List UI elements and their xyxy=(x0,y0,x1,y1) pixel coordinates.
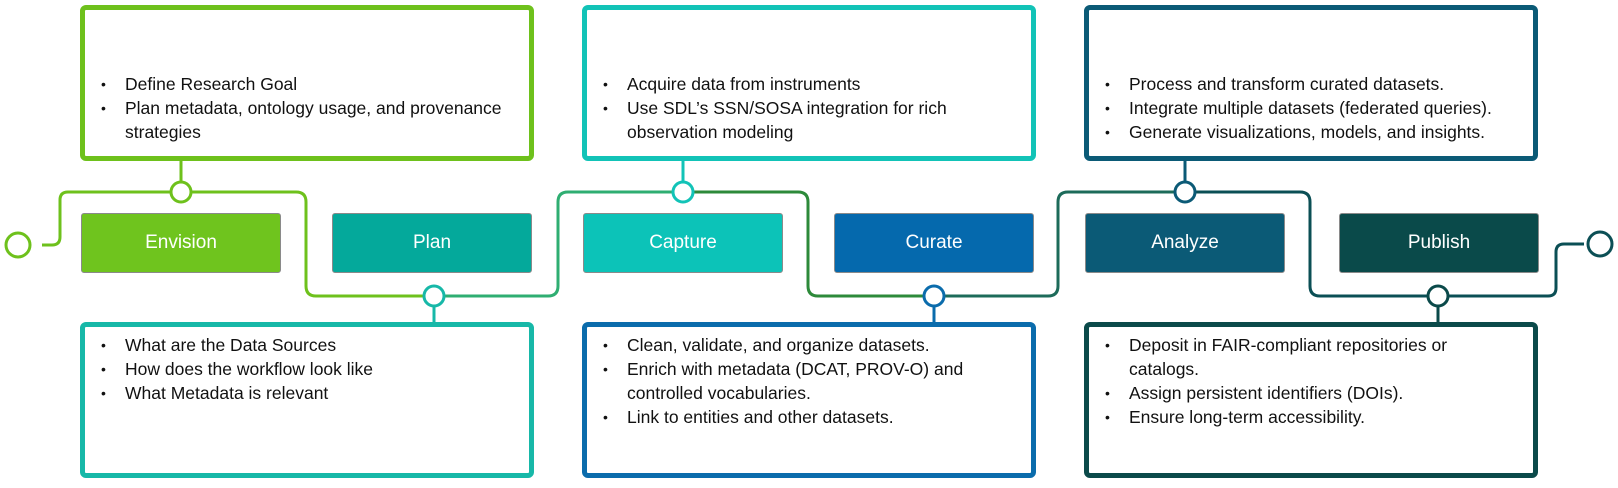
capture-detail-list: Acquire data from instruments Use SDL’s … xyxy=(603,72,1015,144)
stage-analyze: Analyze xyxy=(1085,213,1285,273)
node-analyze xyxy=(1173,180,1197,204)
stage-label: Curate xyxy=(905,232,963,253)
curate-detail-list: Clean, validate, and organize datasets. … xyxy=(603,333,1015,429)
capture-detail-item: Use SDL’s SSN/SOSA integration for rich … xyxy=(603,96,1015,144)
node-curate xyxy=(922,284,946,308)
connector-capture-curate xyxy=(683,190,934,298)
stage-label: Analyze xyxy=(1151,232,1219,253)
stage-curate: Curate xyxy=(834,213,1034,273)
plan-detail-list: What are the Data Sources How does the w… xyxy=(101,333,513,405)
plan-detail-box: What are the Data Sources How does the w… xyxy=(80,322,534,478)
stage-label: Plan xyxy=(412,232,452,253)
analyze-detail-item: Generate visualizations, models, and ins… xyxy=(1105,120,1517,144)
stage-label: Envision xyxy=(145,232,217,253)
curate-detail-item: Enrich with metadata (DCAT, PROV-O) and … xyxy=(603,357,1015,405)
curate-detail-item: Clean, validate, and organize datasets. xyxy=(603,333,1015,357)
stage-capture: Capture xyxy=(583,213,783,273)
publish-detail-item: Assign persistent identifiers (DOIs). xyxy=(1105,381,1517,405)
stage-plan: Plan xyxy=(332,213,532,273)
capture-detail-item: Acquire data from instruments xyxy=(603,72,1015,96)
connector-curate-analyze xyxy=(934,190,1185,298)
analyze-detail-box: Process and transform curated datasets. … xyxy=(1084,5,1538,161)
publish-detail-item: Deposit in FAIR-compliant repositories o… xyxy=(1105,333,1517,381)
connector-plan-capture xyxy=(434,190,683,298)
stage-label: Publish xyxy=(1407,232,1471,253)
envision-detail-list: Define Research Goal Plan metadata, onto… xyxy=(101,72,513,144)
plan-detail-item: How does the workflow look like xyxy=(101,357,513,381)
node-envision xyxy=(169,180,193,204)
stage-label: Capture xyxy=(649,232,717,253)
start-node xyxy=(4,231,32,259)
envision-detail-item: Plan metadata, ontology usage, and prove… xyxy=(101,96,513,144)
stage-publish: Publish xyxy=(1339,213,1539,273)
node-capture xyxy=(671,180,695,204)
analyze-detail-item: Integrate multiple datasets (federated q… xyxy=(1105,96,1517,120)
node-publish xyxy=(1426,284,1450,308)
stage-envision: Envision xyxy=(81,213,281,273)
plan-detail-item: What Metadata is relevant xyxy=(101,381,513,405)
analyze-detail-list: Process and transform curated datasets. … xyxy=(1105,72,1517,144)
analyze-detail-item: Process and transform curated datasets. xyxy=(1105,72,1517,96)
end-node xyxy=(1586,230,1614,258)
envision-detail-box: Define Research Goal Plan metadata, onto… xyxy=(80,5,534,161)
plan-detail-item: What are the Data Sources xyxy=(101,333,513,357)
node-plan xyxy=(422,284,446,308)
capture-detail-box: Acquire data from instruments Use SDL’s … xyxy=(582,5,1036,161)
curate-detail-item: Link to entities and other datasets. xyxy=(603,405,1015,429)
publish-detail-box: Deposit in FAIR-compliant repositories o… xyxy=(1084,322,1538,478)
publish-detail-list: Deposit in FAIR-compliant repositories o… xyxy=(1105,333,1517,429)
curate-detail-box: Clean, validate, and organize datasets. … xyxy=(582,322,1036,478)
publish-detail-item: Ensure long-term accessibility. xyxy=(1105,405,1517,429)
envision-detail-item: Define Research Goal xyxy=(101,72,513,96)
